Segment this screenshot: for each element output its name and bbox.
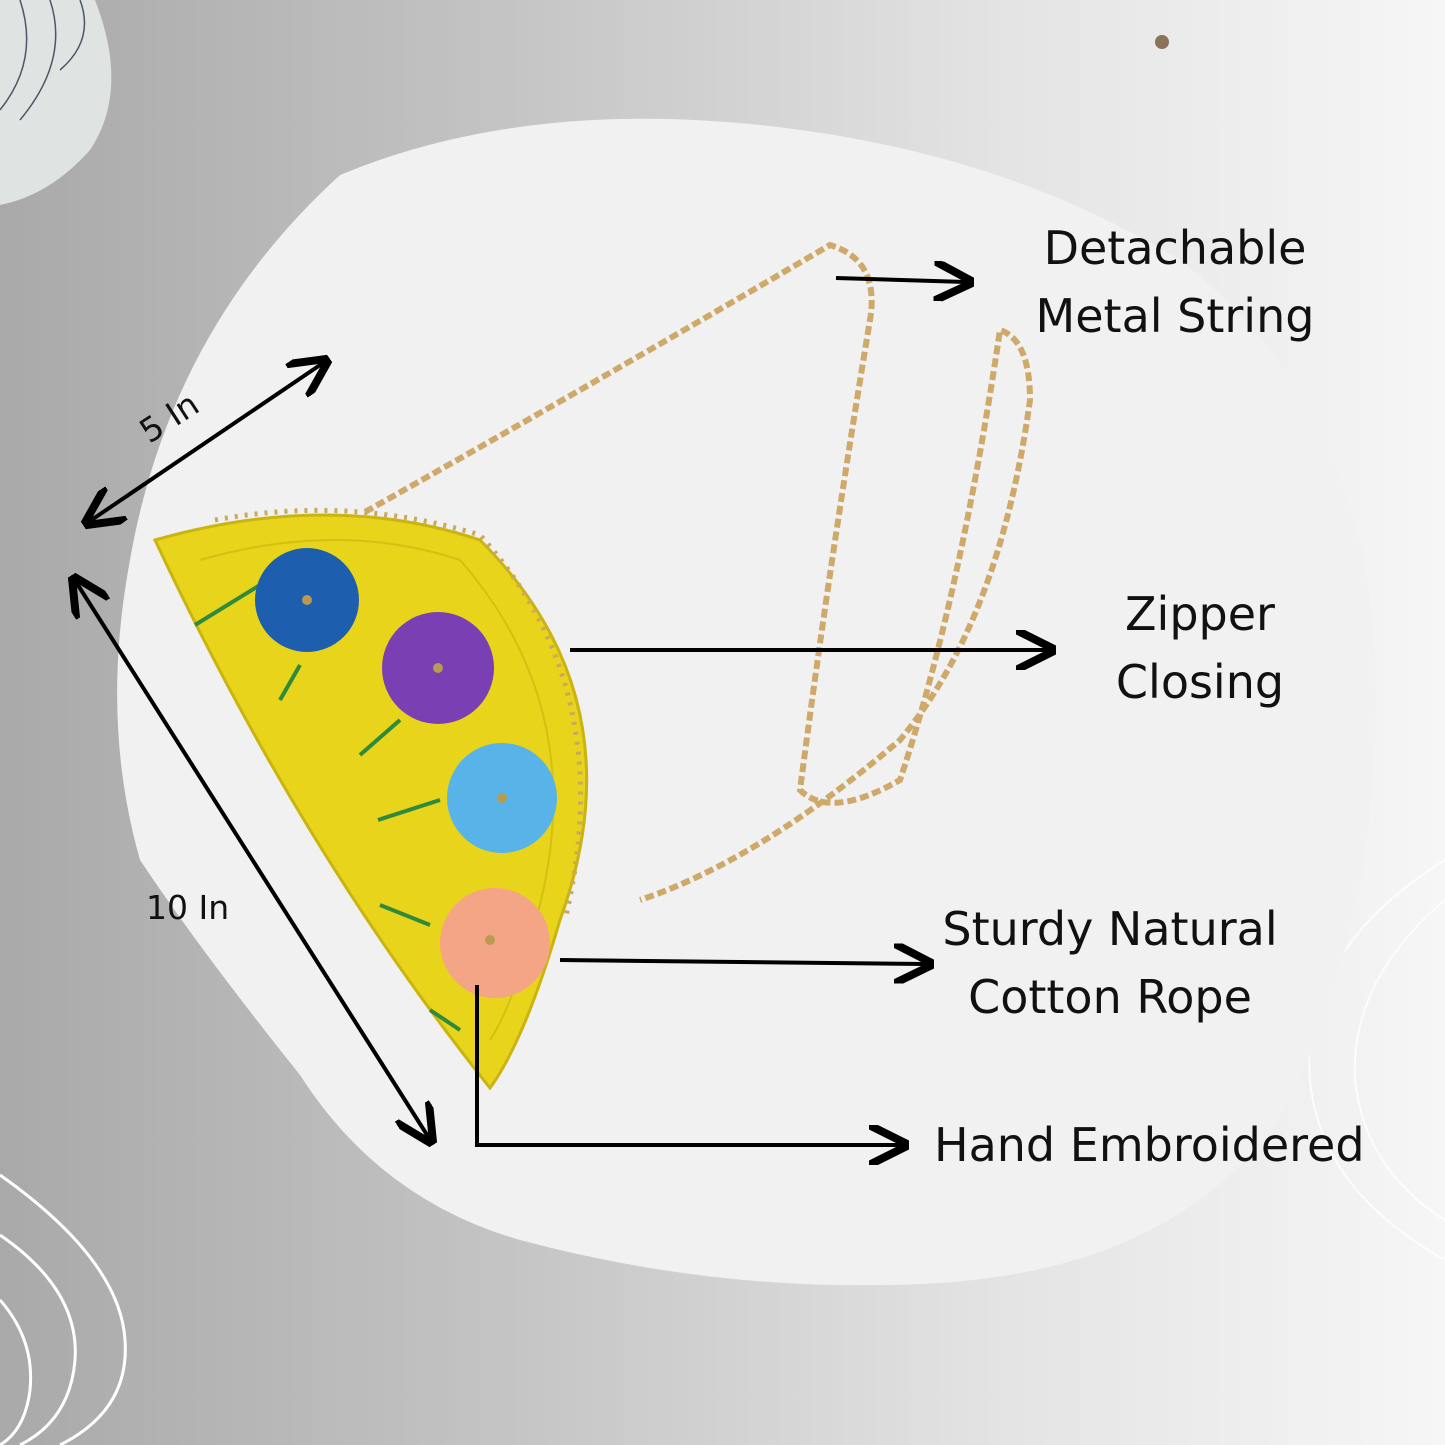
label-zipper-line2: Closing [1115, 655, 1285, 709]
decorative-dot [1155, 35, 1169, 49]
decorative-shape [0, 0, 112, 205]
label-chain: Detachable Metal String [1020, 214, 1330, 350]
label-zipper-line1: Zipper [1125, 587, 1275, 641]
label-embroidery: Hand Embroidered [934, 1118, 1365, 1172]
label-rope-line1: Sturdy Natural [942, 902, 1278, 956]
chain-strap [363, 241, 1034, 903]
flower-peach [440, 888, 550, 998]
label-rope: Sturdy Natural Cotton Rope [930, 895, 1290, 1031]
arrow-width [90, 363, 323, 521]
label-zipper: Zipper Closing [1090, 580, 1310, 716]
label-chain-line2: Metal String [1035, 289, 1315, 343]
dimension-length: 10 In [146, 888, 230, 927]
arrow-length [76, 582, 429, 1138]
arrow-rope [559, 960, 926, 964]
label-chain-line1: Detachable [1043, 221, 1307, 275]
arrow-embroidery [475, 985, 901, 1145]
label-rope-line2: Cotton Rope [968, 970, 1252, 1024]
arrow-chain [835, 278, 966, 282]
decorative-lines [0, 1173, 127, 1445]
